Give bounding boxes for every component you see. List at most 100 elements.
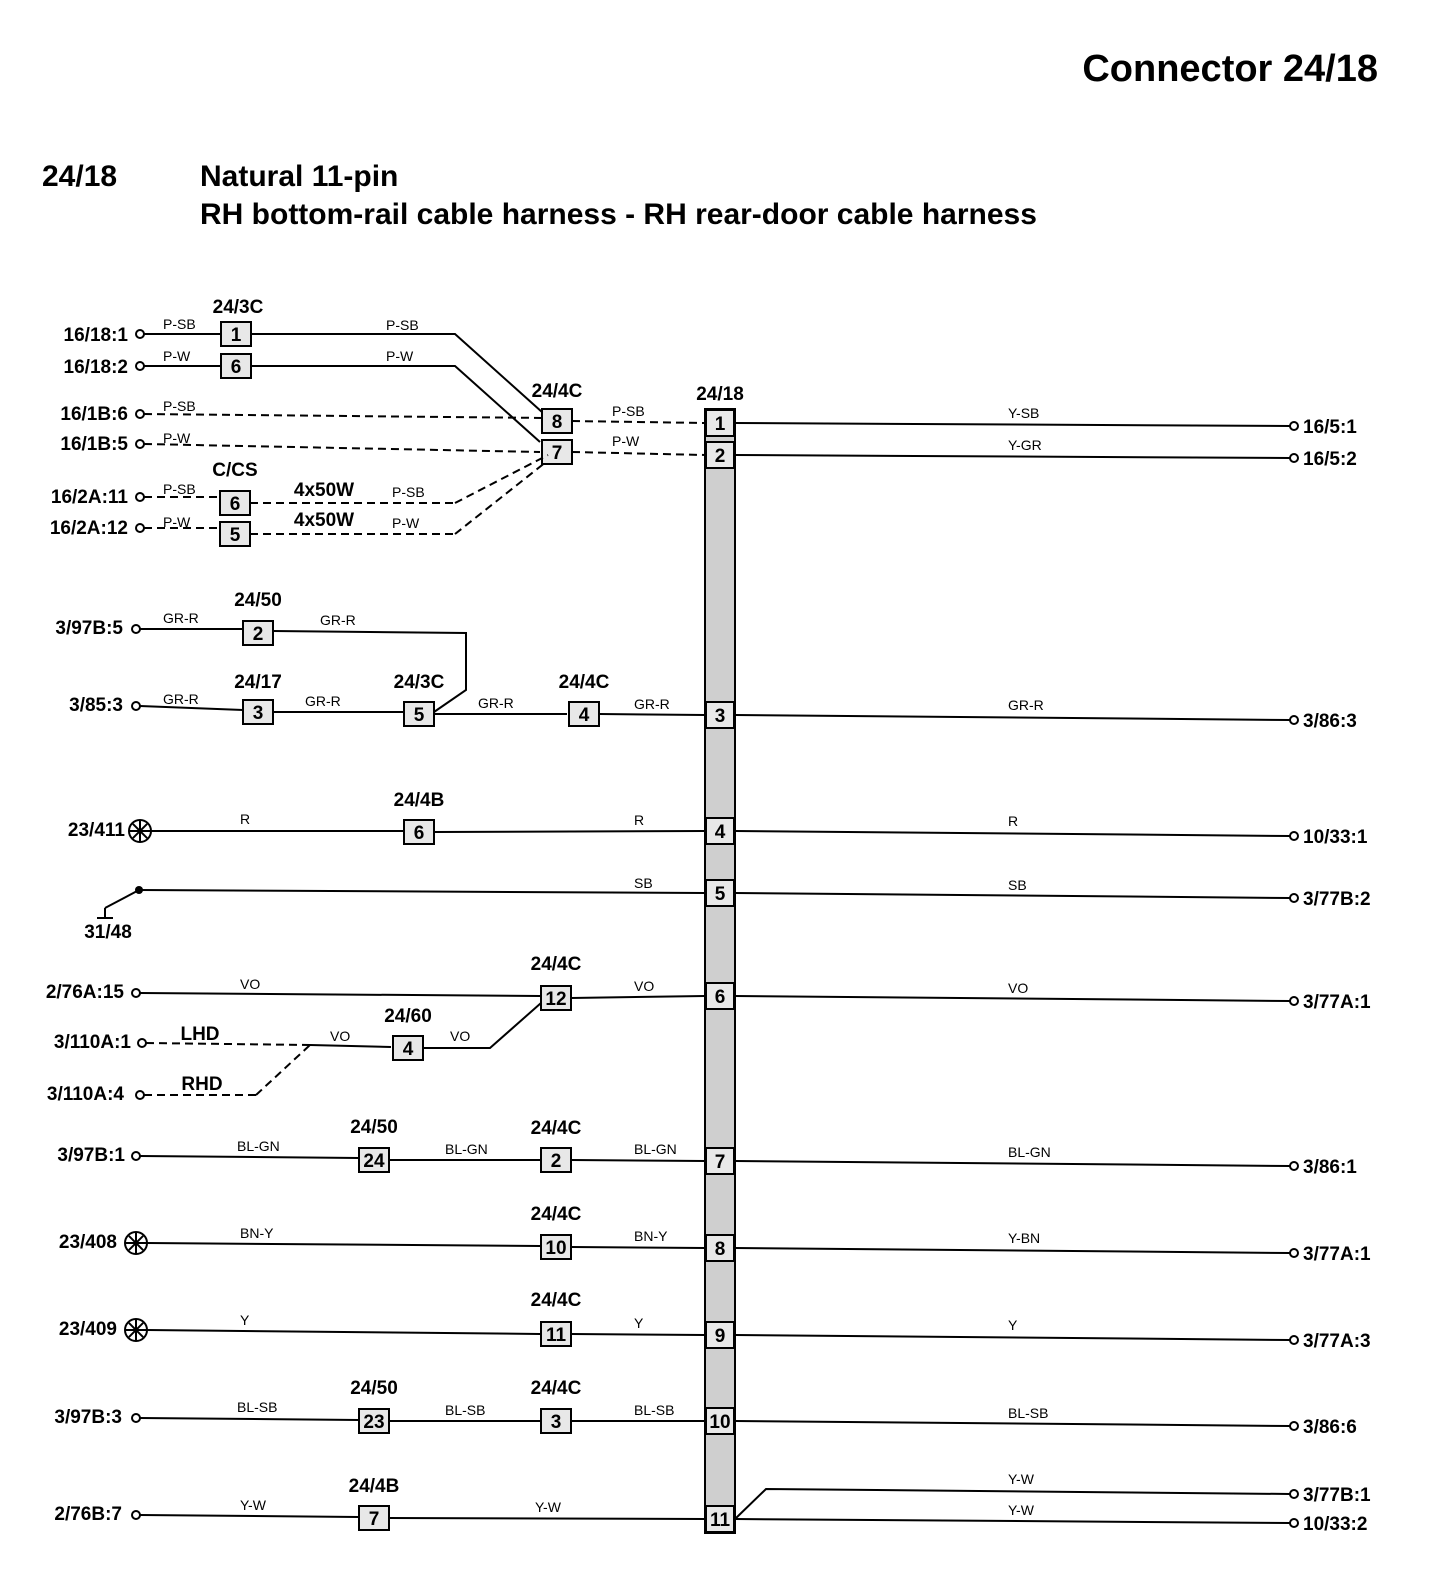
connector-pin-number: 4 xyxy=(715,822,726,843)
block-label: 24/50 xyxy=(350,1117,398,1138)
wire-color-label: VO xyxy=(330,1028,350,1044)
pin-number: 23 xyxy=(363,1412,384,1433)
wire xyxy=(433,830,706,833)
wire-color-label: Y-W xyxy=(1008,1471,1035,1487)
wire-color-label: Y-W xyxy=(240,1497,267,1513)
connector-pin-box xyxy=(358,1408,390,1434)
terminal-label: 16/1B:5 xyxy=(60,434,128,455)
misc-label: LHD xyxy=(180,1024,219,1045)
pin-number: 6 xyxy=(231,357,242,378)
connector-pin-box xyxy=(705,1407,735,1435)
terminal-label: 16/1B:6 xyxy=(60,404,128,425)
connector-pin-box xyxy=(705,441,735,469)
terminal-circle xyxy=(131,1151,141,1161)
wire xyxy=(139,1514,359,1518)
connector-pin-box xyxy=(705,879,735,907)
misc-label: 4x50W xyxy=(294,480,354,501)
pin-number: 6 xyxy=(414,823,425,844)
terminal-label: 2/76A:15 xyxy=(46,982,125,1003)
wire-color-label: P-SB xyxy=(386,317,419,333)
terminal-label: 3/110A:4 xyxy=(47,1084,125,1105)
terminal-circle xyxy=(137,1038,147,1048)
wire xyxy=(734,995,1291,1002)
connector-pin-box xyxy=(705,1321,735,1349)
terminal-label: 3/77A:3 xyxy=(1303,1331,1371,1352)
wire xyxy=(132,823,148,839)
wire xyxy=(138,889,706,894)
wire xyxy=(128,1235,144,1251)
connector-pin-box xyxy=(541,439,573,465)
terminal-label: 10/33:1 xyxy=(1303,827,1368,848)
wire-color-label: BL-SB xyxy=(445,1402,485,1418)
wire-color-label: SB xyxy=(1008,877,1027,893)
terminal-circle xyxy=(1289,715,1299,725)
wire-color-label: P-SB xyxy=(163,481,196,497)
terminal-circle xyxy=(1289,1489,1299,1499)
connector-pin-number: 7 xyxy=(715,1152,726,1173)
wire-color-label: Y xyxy=(240,1312,250,1328)
wire xyxy=(734,892,1291,899)
wire-color-label: P-SB xyxy=(163,316,196,332)
wire-color-label: Y-GR xyxy=(1008,437,1042,453)
connector-pin-box xyxy=(705,701,735,729)
wire-color-label: R xyxy=(634,812,644,828)
terminal-circle xyxy=(1289,1248,1299,1258)
connector-pin-box xyxy=(540,1408,572,1434)
wire-color-label: Y xyxy=(1008,1317,1018,1333)
block-label: 24/4C xyxy=(531,1204,582,1225)
wire-color-label: VO xyxy=(450,1028,470,1044)
wire-color-label: BL-GN xyxy=(237,1138,280,1154)
dashed-wire xyxy=(571,420,706,424)
wire xyxy=(146,1329,541,1335)
misc-label: RHD xyxy=(181,1074,222,1095)
connector-pin-number: 2 xyxy=(715,446,726,467)
block-label: 24/4C xyxy=(532,381,583,402)
dashed-wire xyxy=(571,451,706,456)
connector-pin-box xyxy=(705,982,735,1010)
block-label: 24/50 xyxy=(234,590,282,611)
terminal-label: 3/97B:1 xyxy=(57,1145,125,1166)
misc-label: 4x50W xyxy=(294,510,354,531)
block-label: 24/60 xyxy=(384,1006,432,1027)
pin-number: 8 xyxy=(552,412,563,433)
connector-pin-number: 1 xyxy=(715,414,726,435)
block-label: C/CS xyxy=(212,460,257,481)
wire xyxy=(734,454,1291,459)
wire-color-label: GR-R xyxy=(163,691,199,707)
block-label: 24/4C xyxy=(559,672,610,693)
terminal-label: 16/2A:12 xyxy=(50,518,128,539)
wire-color-label: BL-GN xyxy=(445,1141,488,1157)
terminal-circle xyxy=(1289,831,1299,841)
wire xyxy=(734,1160,1291,1167)
wire-color-label: BL-SB xyxy=(1008,1405,1048,1421)
wire-color-label: GR-R xyxy=(634,696,670,712)
pin-number: 7 xyxy=(369,1509,380,1530)
connector-pin-number: 5 xyxy=(715,884,726,905)
wire xyxy=(388,1517,706,1520)
wire-color-label: BL-SB xyxy=(634,1402,674,1418)
terminal-circle xyxy=(131,624,141,634)
wire-color-label: P-SB xyxy=(392,484,425,500)
terminal-circle xyxy=(131,988,141,998)
pin-number: 24 xyxy=(363,1151,385,1172)
wire-color-label: BN-Y xyxy=(240,1225,274,1241)
wire-color-label: Y-BN xyxy=(1008,1230,1040,1246)
terminal-label: 3/97B:5 xyxy=(55,618,123,639)
terminal-label: 23/409 xyxy=(59,1319,117,1340)
wire-color-label: Y-W xyxy=(1008,1502,1035,1518)
terminal-circle xyxy=(131,701,141,711)
terminal-circle xyxy=(135,409,145,419)
wire xyxy=(734,714,1291,721)
block-label: 24/50 xyxy=(350,1378,398,1399)
wire xyxy=(146,1242,541,1247)
terminal-circle xyxy=(131,1510,141,1520)
terminal-label: 10/33:2 xyxy=(1303,1514,1367,1535)
pin-number: 2 xyxy=(253,624,264,645)
wire-color-label: BN-Y xyxy=(634,1228,668,1244)
pin-number: 3 xyxy=(551,1412,562,1433)
wire xyxy=(734,1334,1291,1341)
terminal-circle xyxy=(135,361,145,371)
pin-number: 12 xyxy=(545,989,566,1010)
page-title: Connector 24/18 xyxy=(1082,48,1378,90)
connector-pin-number: 10 xyxy=(709,1412,730,1433)
